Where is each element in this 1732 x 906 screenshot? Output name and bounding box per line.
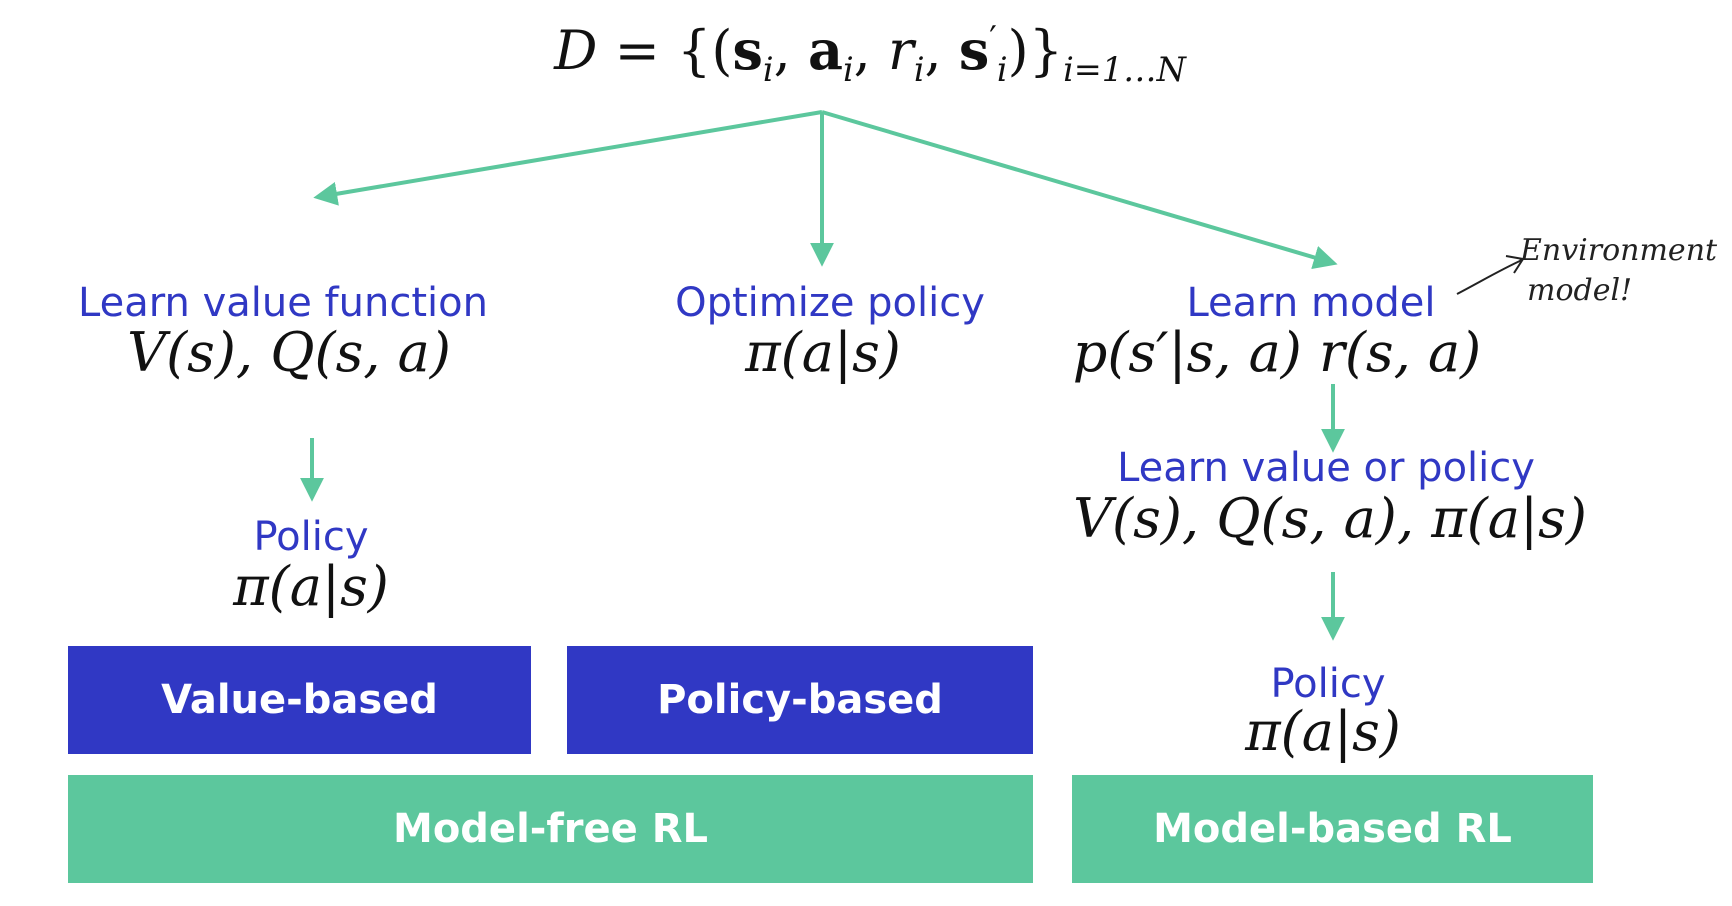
model-free-rl-label: Model-free RL — [393, 806, 708, 852]
annotation-environment: Environment — [1520, 233, 1718, 268]
model-free-rl-box: Model-free RL — [68, 775, 1033, 883]
value-based-box: Value-based — [68, 646, 531, 754]
learn-value-or-policy-label: Learn value or policy — [1117, 445, 1535, 491]
arrow-to-learn-model — [821, 110, 1338, 270]
value-function-formula: V(s), Q(s, a) — [127, 321, 451, 384]
state-symbol: s — [732, 18, 763, 82]
model-policy-formula: π(a|s) — [1245, 700, 1401, 763]
policy-based-box: Policy-based — [567, 646, 1033, 754]
annotation-model: model! — [1527, 273, 1633, 308]
comma: , — [773, 19, 791, 82]
optimize-policy-formula: π(a|s) — [745, 321, 901, 384]
index-symbol: i — [996, 49, 1008, 89]
policy-based-label: Policy-based — [657, 677, 943, 723]
action-symbol: a — [807, 18, 843, 82]
annotation-arrow — [1456, 255, 1525, 295]
open-brace: {( — [677, 19, 733, 82]
model-policy-label: Policy — [1270, 661, 1386, 707]
model-based-rl-box: Model-based RL — [1072, 775, 1593, 883]
optimize-policy-label: Optimize policy — [675, 280, 985, 326]
value-policy-formula: π(a|s) — [233, 555, 389, 618]
value-based-label: Value-based — [161, 677, 438, 723]
equals-sign: = — [614, 19, 660, 82]
dataset-symbol: D — [554, 19, 598, 82]
index-symbol: i — [842, 49, 854, 89]
model-based-rl-label: Model-based RL — [1153, 806, 1512, 852]
reward-symbol: r — [888, 19, 914, 82]
index-range: i=1…N — [1063, 49, 1186, 89]
comma: , — [924, 19, 942, 82]
dataset-formula: D = {(si, ai, ri, s′i)}i=1…N — [554, 22, 1186, 86]
value-policy-label: Policy — [253, 514, 369, 560]
comma: , — [853, 19, 871, 82]
prime-mark: ′ — [989, 19, 997, 58]
close-brace: )} — [1007, 19, 1064, 82]
value-or-policy-formula: V(s), Q(s, a), π(a|s) — [1073, 487, 1587, 550]
learn-value-function-label: Learn value function — [78, 280, 488, 326]
arrow-to-value-function — [313, 110, 823, 206]
learn-model-label: Learn model — [1186, 280, 1436, 326]
next-state-symbol: s — [958, 18, 990, 82]
model-formula: p(s′|s, a) r(s, a) — [1072, 321, 1482, 384]
index-symbol: i — [762, 49, 774, 89]
index-symbol: i — [913, 49, 925, 89]
